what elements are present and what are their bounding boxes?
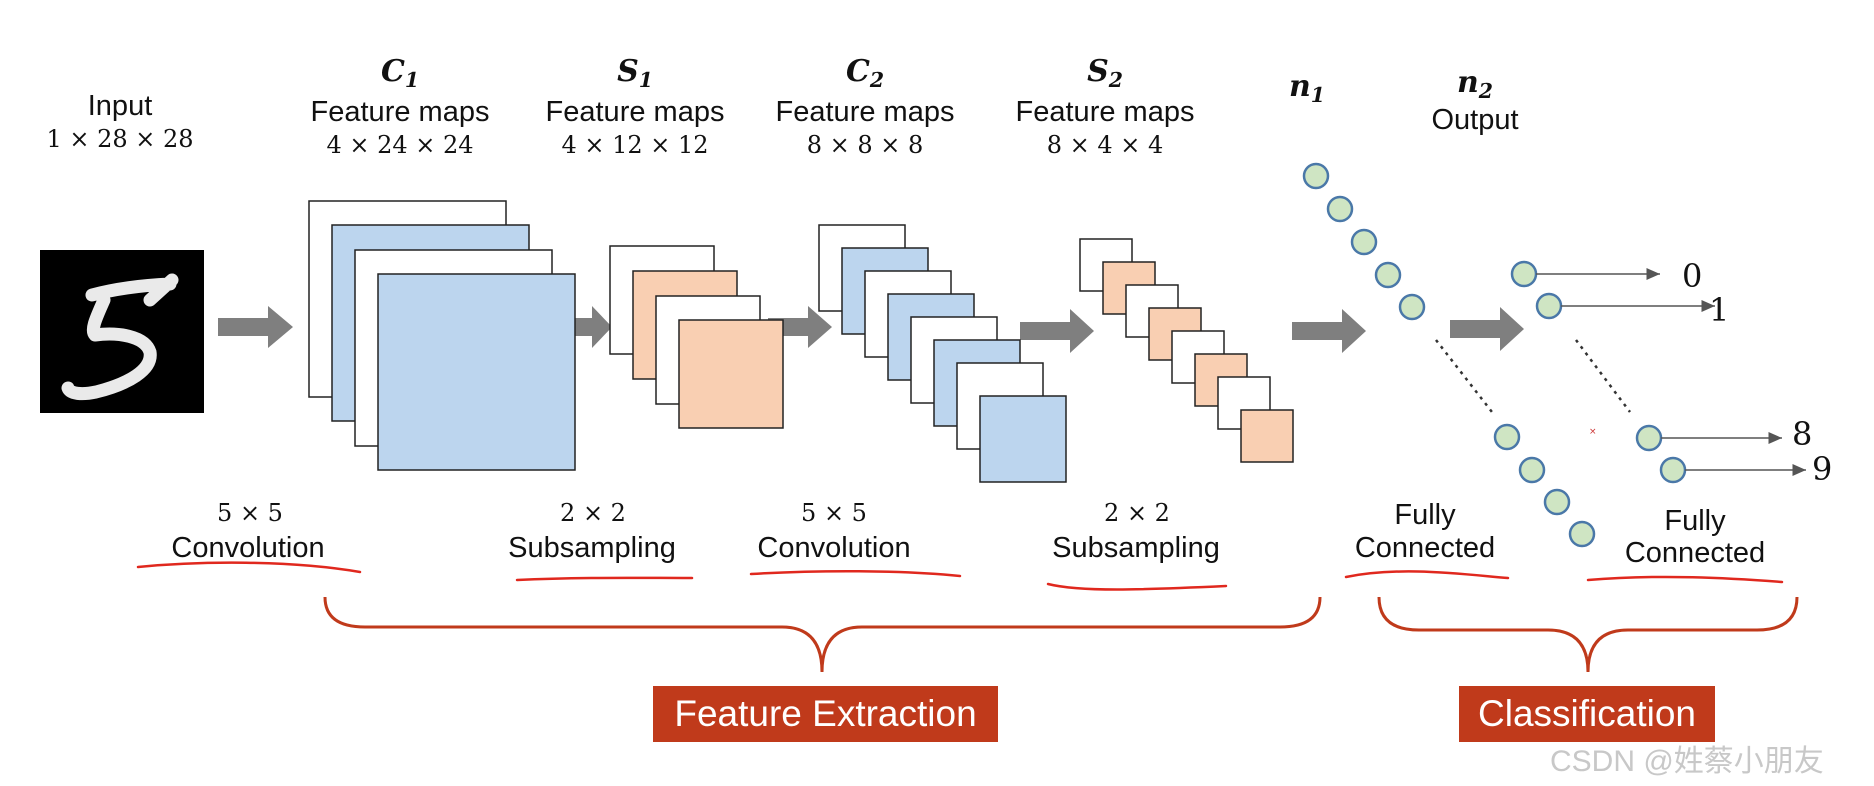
- op5-line1: Fully: [1394, 499, 1456, 531]
- input-title: Input: [87, 90, 153, 122]
- c2-dims: 8 × 8 × 8: [806, 131, 924, 159]
- output-label: 9: [1812, 450, 1833, 488]
- arrow-2: [575, 306, 612, 348]
- op2-size: 2 × 2: [560, 499, 626, 527]
- braces: [323, 596, 1799, 673]
- input-dims: 1 × 28 × 28: [46, 125, 194, 153]
- n1-symbol: n1: [1288, 69, 1325, 108]
- watermark: CSDN @姓蔡小朋友: [1550, 745, 1824, 778]
- op3-name: Convolution: [757, 532, 911, 564]
- op6-line1: Fully: [1664, 505, 1726, 537]
- op4-name: Subsampling: [1052, 532, 1220, 564]
- s2-name: Feature maps: [1015, 96, 1195, 128]
- s2-symbol: S2: [1087, 54, 1123, 93]
- op2-name: Subsampling: [508, 532, 676, 564]
- s1-dims: 4 × 12 × 12: [561, 131, 709, 159]
- s1-name: Feature maps: [545, 96, 725, 128]
- c1-name: Feature maps: [310, 96, 490, 128]
- output-label: 0: [1682, 257, 1703, 295]
- n2-name: Output: [1431, 104, 1519, 136]
- n2-neuron: [1635, 424, 1663, 452]
- op6-line2: Connected: [1624, 537, 1766, 569]
- s1-feature-maps: [609, 245, 784, 429]
- red-underlines: [136, 561, 1784, 591]
- op4-size: 2 × 2: [1104, 499, 1170, 527]
- output-label: 1: [1709, 291, 1730, 329]
- classification-brace: [1377, 596, 1799, 673]
- c2-symbol: C2: [845, 54, 885, 93]
- arrow-4: [1020, 309, 1094, 353]
- output-arrows: [1536, 268, 1806, 476]
- op3-size: 5 × 5: [801, 499, 867, 527]
- n1-neuron: [1302, 162, 1330, 190]
- c1-symbol: C1: [380, 54, 420, 93]
- c2-feature-maps: [818, 224, 1067, 483]
- c1-feature-maps: [308, 200, 576, 471]
- c2-name: Feature maps: [775, 96, 955, 128]
- op1-name: Convolution: [171, 532, 325, 564]
- n2-neuron: [1510, 260, 1538, 288]
- s1-symbol: S1: [617, 54, 653, 93]
- n1-neuron: [1518, 456, 1546, 484]
- arrow-6: [1450, 307, 1524, 351]
- n1-neuron: [1398, 293, 1426, 321]
- n2-ellipsis: [1575, 339, 1631, 413]
- n1-neuron: [1543, 488, 1571, 516]
- op5-line2: Connected: [1354, 532, 1496, 564]
- input-image: [40, 250, 204, 413]
- n1-neurons: [1302, 162, 1596, 548]
- n1-ellipsis: [1435, 339, 1493, 413]
- n1-neuron: [1374, 261, 1402, 289]
- n1-neuron: [1326, 195, 1354, 223]
- n2-neurons: [1510, 260, 1687, 484]
- n1-neuron: [1493, 423, 1521, 451]
- arrow-5: [1292, 309, 1366, 353]
- arrow-3: [768, 306, 832, 348]
- n1-neuron: [1350, 228, 1378, 256]
- classification-banner: Classification: [1459, 686, 1715, 742]
- op1-size: 5 × 5: [217, 499, 283, 527]
- feature-extraction-banner: Feature Extraction: [653, 686, 998, 742]
- n2-neuron: [1659, 456, 1687, 484]
- flow-arrows: [218, 306, 1524, 353]
- s2-feature-maps: [1079, 238, 1294, 463]
- feature-extraction-brace: [323, 596, 1322, 673]
- n2-symbol: n2: [1456, 65, 1493, 104]
- output-label: 8: [1792, 415, 1813, 453]
- n1-neuron: [1568, 520, 1596, 548]
- arrow-1: [218, 306, 293, 348]
- n2-neuron: [1535, 292, 1563, 320]
- s2-dims: 8 × 4 × 4: [1046, 131, 1164, 159]
- stray-mark: ×: [1589, 427, 1597, 437]
- c1-dims: 4 × 24 × 24: [326, 131, 474, 159]
